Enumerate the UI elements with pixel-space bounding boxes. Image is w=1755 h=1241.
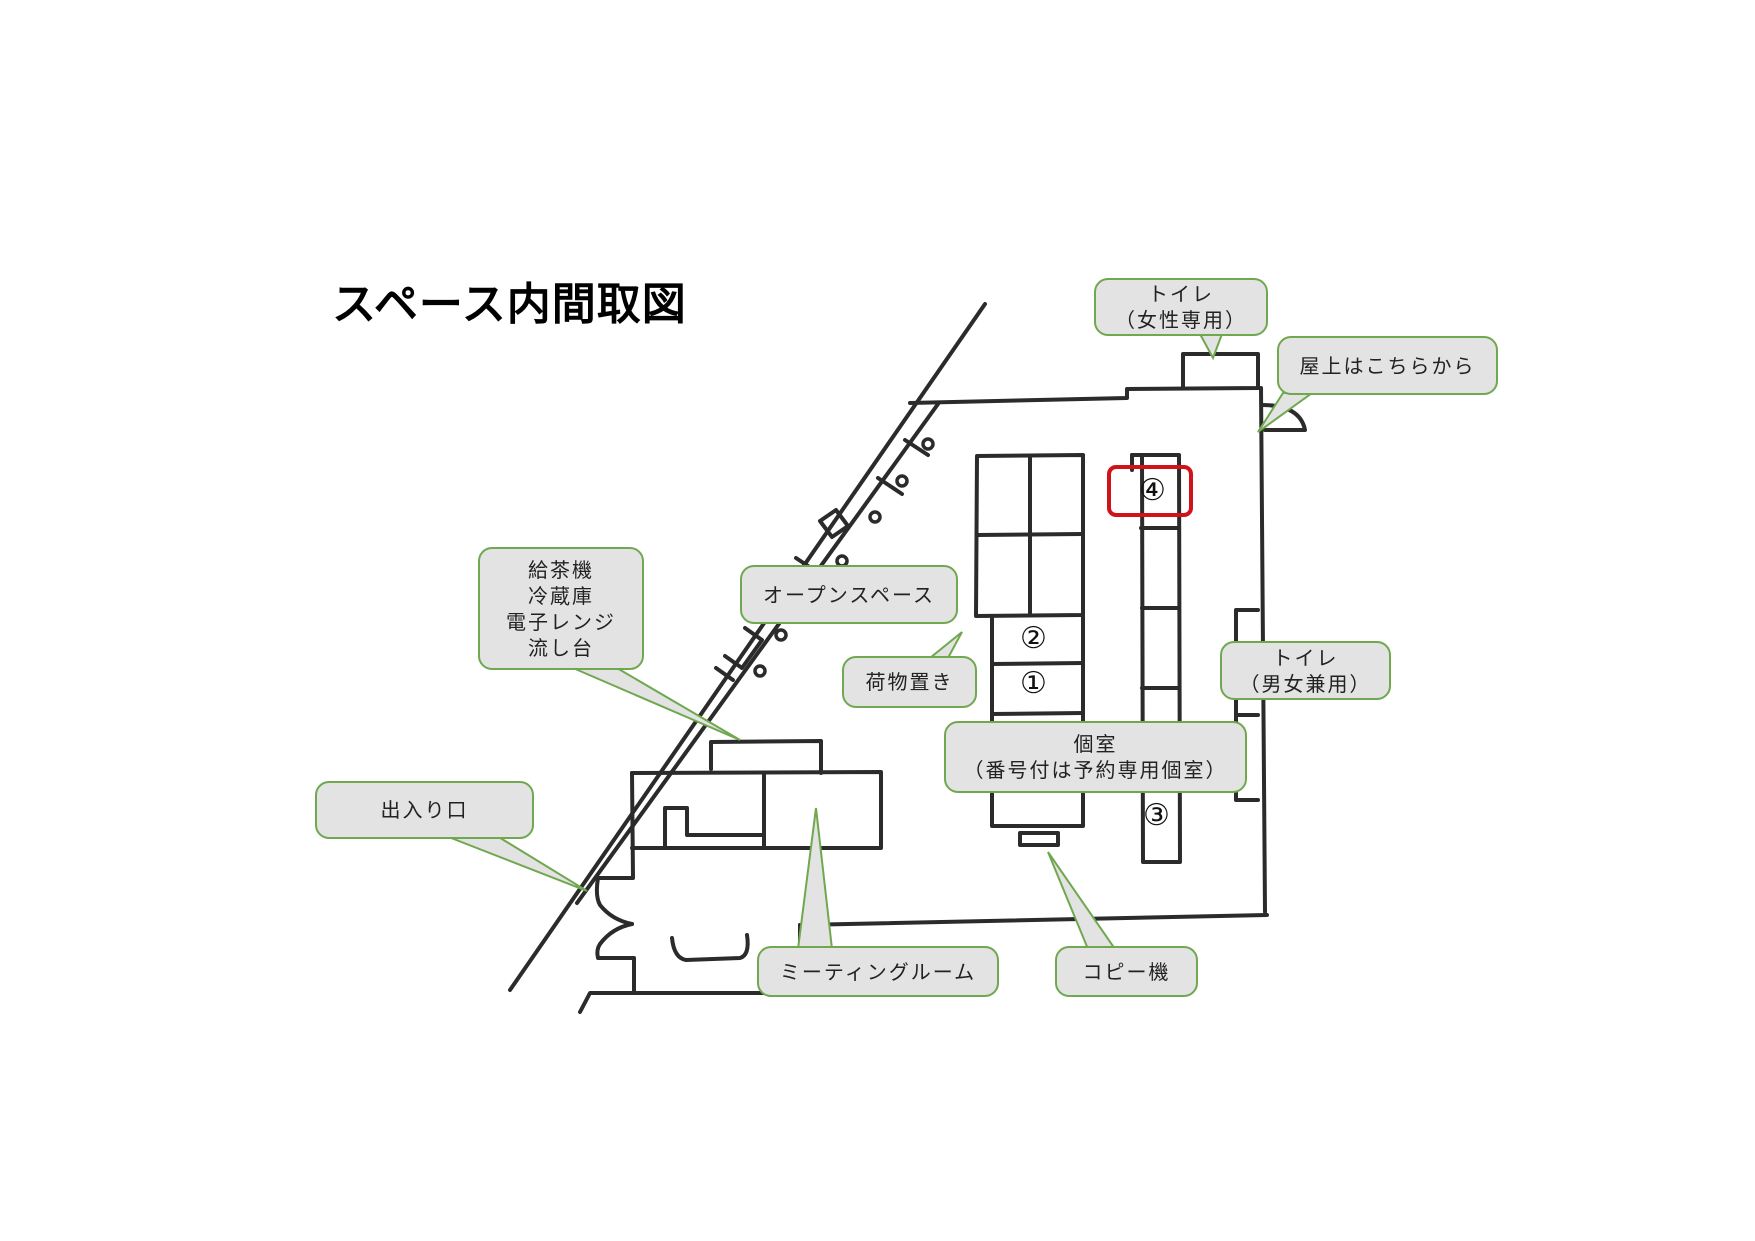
callout-luggage: 荷物置き [842, 656, 977, 708]
tail-entrance [445, 835, 588, 892]
callout-meeting-room: ミーティングルーム [757, 946, 999, 997]
diagonal-wall [575, 402, 940, 905]
callout-entrance: 出入り口 [315, 781, 534, 839]
tail-luggage [927, 631, 963, 659]
copier-box [1018, 831, 1060, 847]
callout-kitchen: 給茶機 冷蔵庫 電子レンジ 流し台 [478, 547, 644, 670]
callout-luggage-line1: 荷物置き [865, 670, 954, 694]
bottom-wall [798, 913, 1269, 927]
room-number-1: ① [1020, 666, 1047, 701]
callout-copier-line1: コピー機 [1082, 959, 1171, 984]
callout-toilet-women-line2: （女性専用） [1115, 308, 1247, 332]
callout-toilet-women-line1: トイレ [1148, 282, 1214, 306]
tail-meeting [796, 807, 834, 950]
tail-kitchen [572, 667, 741, 741]
kitchen-counter [709, 739, 823, 775]
top-wall [908, 368, 1260, 405]
callout-kitchen-line3: 電子レンジ [506, 609, 616, 634]
callout-copier: コピー機 [1055, 946, 1198, 997]
callout-private-room-line2: （番号付は予約専用個室） [963, 758, 1228, 782]
callout-rooftop: 屋上はこちらから [1277, 336, 1498, 395]
callout-meeting-room-line1: ミーティングルーム [779, 959, 977, 984]
callout-toilet-women: トイレ （女性専用） [1094, 278, 1268, 336]
callout-kitchen-line4: 流し台 [528, 635, 594, 660]
callout-toilet-unisex: トイレ （男女兼用） [1220, 641, 1391, 700]
callout-entrance-line1: 出入り口 [380, 798, 469, 822]
callout-private-room: 個室 （番号付は予約専用個室） [944, 721, 1247, 793]
callout-kitchen-line1: 給茶機 [528, 557, 594, 582]
callout-toilet-unisex-line1: トイレ [1272, 645, 1339, 670]
room-number-4: ④ [1139, 473, 1166, 508]
callout-open-space: オープンスペース [740, 565, 958, 624]
callout-kitchen-line2: 冷蔵庫 [528, 583, 594, 608]
callout-private-room-line1: 個室 [1073, 732, 1118, 756]
page-title: スペース内間取図 [332, 279, 687, 330]
tail-copier [1047, 851, 1117, 950]
room-number-2: ② [1020, 621, 1047, 656]
callout-open-space-line1: オープンスペース [763, 582, 935, 607]
room-4-highlight [1107, 465, 1193, 517]
sink [670, 933, 750, 962]
room-number-3: ③ [1143, 798, 1170, 833]
callout-rooftop-line1: 屋上はこちらから [1299, 353, 1476, 378]
callout-toilet-unisex-line2: （男女兼用） [1239, 671, 1372, 696]
street-line [508, 302, 987, 992]
meeting-room [630, 770, 883, 850]
